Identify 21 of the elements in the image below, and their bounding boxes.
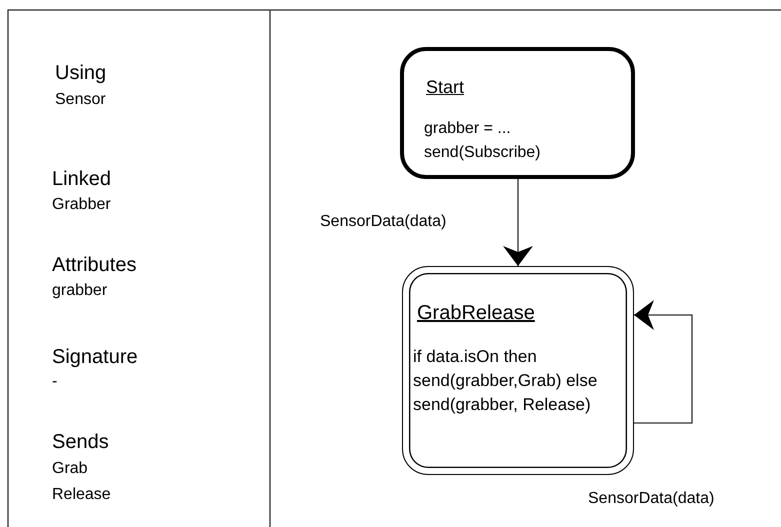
- state-actions: grabber = ... send(Subscribe): [424, 119, 542, 163]
- state-box: [402, 266, 634, 475]
- transition-arrow: [503, 179, 533, 266]
- edge-label: SensorData(data): [320, 214, 446, 230]
- section-value: Sensor: [55, 92, 106, 108]
- section-heading: Linked: [52, 169, 111, 189]
- start-state-box: [400, 47, 635, 179]
- edge-label: SensorData(data): [588, 491, 714, 507]
- state-name: Start: [426, 78, 464, 96]
- section-value: Release: [52, 487, 111, 503]
- section-value: -: [52, 374, 58, 390]
- state-actions: if data.isOn then send(grabber,Grab) else send(grabber, Release): [413, 346, 598, 416]
- section-value: Grabber: [52, 197, 111, 213]
- state-name: GrabRelease: [417, 303, 535, 323]
- section-heading: Attributes: [52, 255, 136, 275]
- section-value: Grab: [52, 461, 88, 477]
- section-heading: Signature: [52, 347, 138, 367]
- section-value: grabber: [52, 283, 108, 299]
- section-heading: Using: [55, 63, 106, 83]
- section-heading: Sends: [52, 432, 109, 452]
- self-loop-arrow: [634, 300, 693, 424]
